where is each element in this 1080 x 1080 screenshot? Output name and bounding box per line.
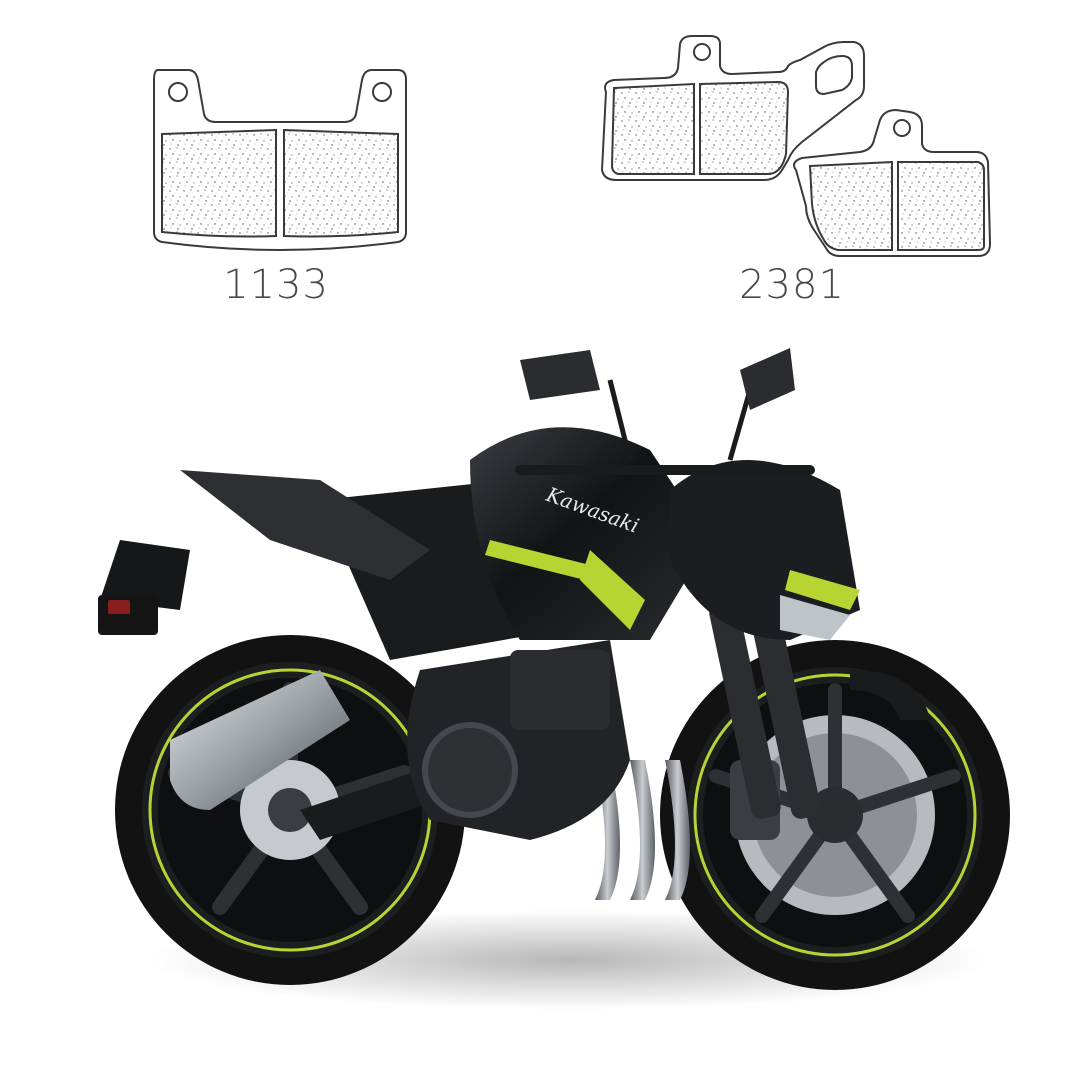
handlebars — [515, 348, 815, 475]
seat-and-tail — [98, 470, 430, 635]
front-fork — [709, 601, 930, 819]
headlight-cowl — [670, 460, 860, 640]
front-brake-pad-icon — [153, 69, 407, 251]
tail-light — [108, 600, 130, 614]
naked-sport-motorcycle-image: Kawasaki — [98, 348, 1010, 1010]
muffler — [170, 670, 350, 810]
right-mirror — [740, 348, 795, 410]
fuel-tank — [470, 427, 710, 640]
pad-code-1133: 1133 — [223, 262, 329, 308]
seat — [180, 470, 430, 580]
front-fender — [850, 670, 930, 720]
exhaust — [170, 670, 690, 900]
engine — [407, 640, 630, 840]
rear-brake-pad-pair-icon — [600, 35, 992, 257]
front-wheel — [660, 640, 1010, 990]
left-mirror — [520, 350, 600, 400]
pad-code-2381: 2381 — [739, 262, 845, 308]
headlight — [780, 595, 850, 640]
